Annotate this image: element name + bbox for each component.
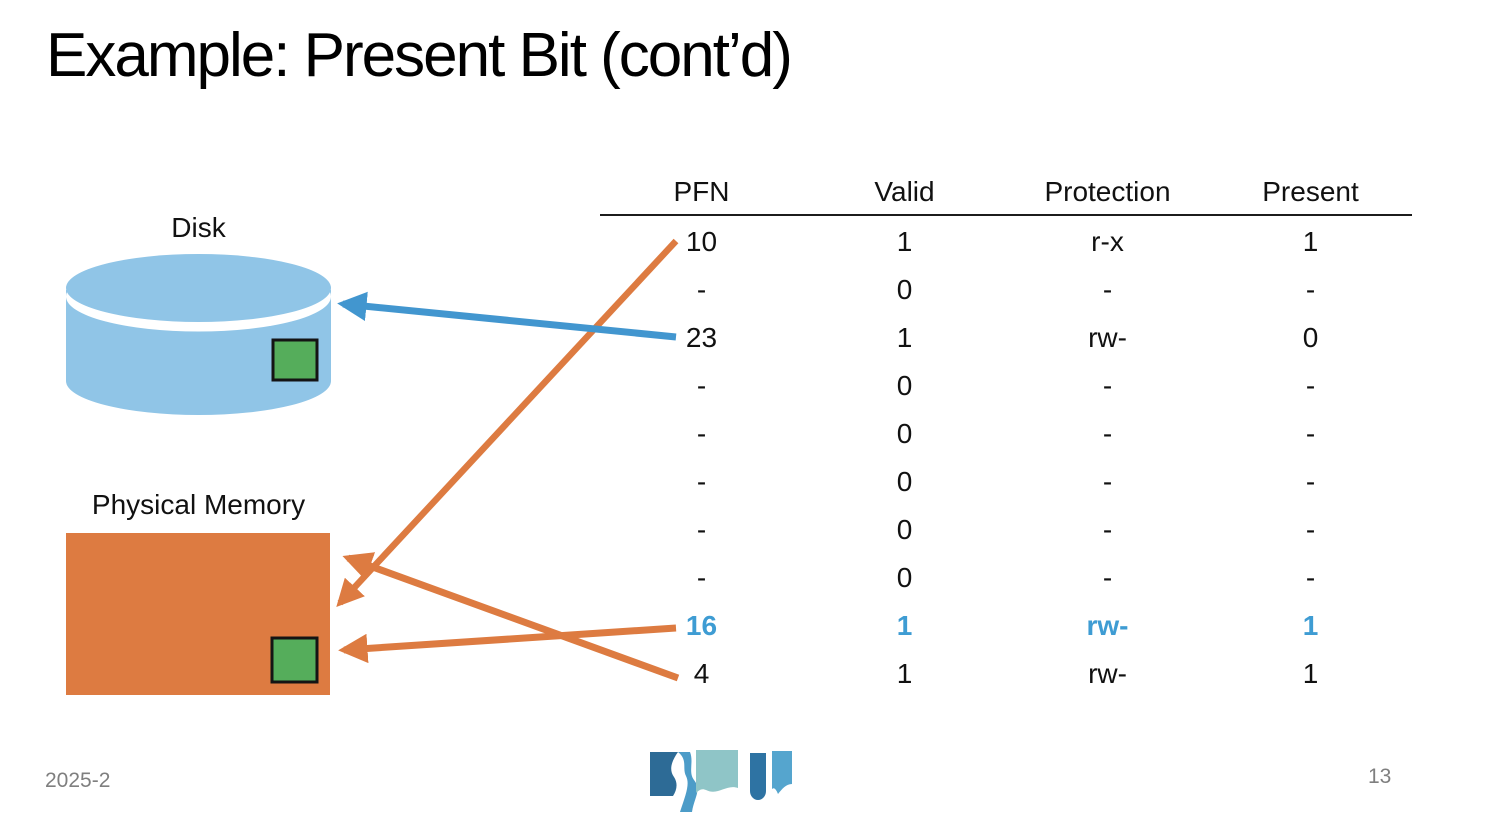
table-cell-present: - <box>1305 418 1316 449</box>
table-cell-pfn: - <box>696 370 707 401</box>
logo-shape-teal <box>696 750 738 793</box>
table-cell-valid: 0 <box>896 562 913 593</box>
table-cell-valid: 0 <box>896 370 913 401</box>
table-cell-present: - <box>1305 274 1316 305</box>
arrow-pfn23-to-disk <box>337 291 677 341</box>
disk-label: Disk <box>171 212 226 243</box>
memory-label: Physical Memory <box>91 489 306 520</box>
arrow-pfn4-to-memory <box>342 552 680 682</box>
table-cell-valid: 0 <box>896 514 913 545</box>
arrow-pfn10-to-memory <box>336 238 679 608</box>
page-table-body: 10 1 r-x 1 - 0 - - 23 1 rw- 0 - 0 - - - 0 - - - 0 - - - 0 - - - 0 - - 16… <box>600 216 1412 698</box>
table-cell-pfn: 16 <box>685 610 718 641</box>
table-cell-valid: 1 <box>896 226 913 257</box>
table-cell-pfn: 10 <box>685 226 718 257</box>
table-cell-valid: 1 <box>896 322 913 353</box>
footer-term: 2025-2 <box>45 769 111 792</box>
table-cell-protection: rw- <box>1088 658 1127 689</box>
footer-page-number: 13 <box>1368 765 1392 788</box>
logo-shape-ribbon <box>678 752 698 812</box>
table-cell-present: 1 <box>1302 226 1319 257</box>
table-cell-valid: 0 <box>896 418 913 449</box>
table-cell-protection: - <box>1102 370 1113 401</box>
table-cell-protection: rw- <box>1088 322 1127 353</box>
disk-cylinder-top <box>66 254 331 322</box>
physical-memory <box>66 533 330 695</box>
table-row: - 0 - - <box>600 362 1412 410</box>
table-cell-protection: - <box>1102 562 1113 593</box>
university-logo-icon <box>650 750 792 812</box>
arrow-pfn16-to-page <box>338 624 677 664</box>
table-cell-protection: - <box>1102 514 1113 545</box>
table-row: - 0 - - <box>600 410 1412 458</box>
table-cell-protection: - <box>1102 418 1113 449</box>
table-row: 16 1 rw- 1 <box>600 602 1412 650</box>
table-cell-valid: 0 <box>896 466 913 497</box>
table-cell-valid: 0 <box>896 274 913 305</box>
table-row: - 0 - - <box>600 266 1412 314</box>
table-cell-valid: 1 <box>896 610 913 641</box>
table-row: 23 1 rw- 0 <box>600 314 1412 362</box>
logo-shape-right <box>772 751 792 794</box>
disk-cylinder <box>66 254 331 415</box>
slide-title: Example: Present Bit (cont’d) <box>46 21 793 90</box>
disk-page-square <box>271 338 319 382</box>
header-valid: Valid <box>874 176 935 207</box>
table-cell-pfn: - <box>696 562 707 593</box>
table-cell-protection: rw- <box>1086 610 1129 641</box>
header-present: Present <box>1262 176 1359 207</box>
table-row: - 0 - - <box>600 506 1412 554</box>
table-cell-protection: - <box>1102 274 1113 305</box>
logo-shape-left <box>650 752 678 796</box>
header-protection: Protection <box>1044 176 1171 207</box>
table-cell-pfn: - <box>696 466 707 497</box>
table-cell-pfn: 23 <box>685 322 718 353</box>
table-cell-pfn: - <box>696 514 707 545</box>
table-cell-present: 1 <box>1302 610 1319 641</box>
memory-page-square <box>270 636 319 684</box>
table-cell-present: - <box>1305 562 1316 593</box>
table-cell-present: - <box>1305 466 1316 497</box>
table-cell-present: 0 <box>1302 322 1319 353</box>
table-cell-present: - <box>1305 370 1316 401</box>
table-cell-protection: - <box>1102 466 1113 497</box>
table-row: - 0 - - <box>600 458 1412 506</box>
table-cell-protection: r-x <box>1091 226 1124 257</box>
table-cell-pfn: - <box>696 274 707 305</box>
page-table-header: PFN Valid Protection Present <box>600 170 1412 216</box>
table-cell-valid: 1 <box>896 658 913 689</box>
table-row: 4 1 rw- 1 <box>600 650 1412 698</box>
table-cell-present: - <box>1305 514 1316 545</box>
table-cell-present: 1 <box>1302 658 1319 689</box>
table-row: 10 1 r-x 1 <box>600 218 1412 266</box>
header-pfn: PFN <box>673 176 730 207</box>
table-cell-pfn: - <box>696 418 707 449</box>
logo-shape-bar <box>750 753 766 800</box>
table-cell-pfn: 4 <box>693 658 710 689</box>
table-row: - 0 - - <box>600 554 1412 602</box>
